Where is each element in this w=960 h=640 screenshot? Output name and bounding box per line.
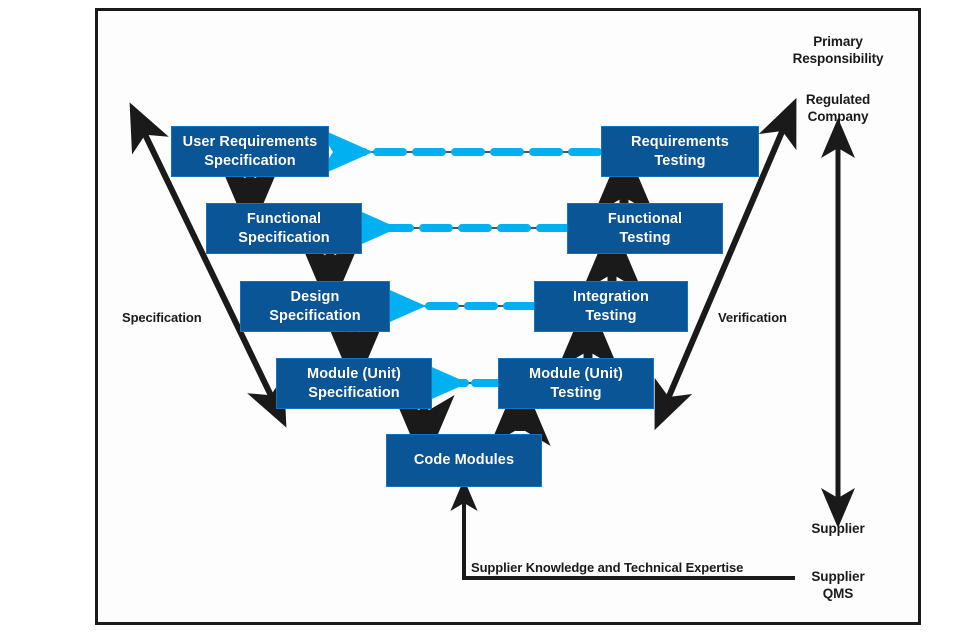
node-functional-testing[interactable]: Functional Testing <box>567 203 723 254</box>
node-line-1: Integration <box>572 289 649 306</box>
supplier-qms-line-1: Supplier <box>811 569 865 584</box>
label-supplier-knowledge-note: Supplier Knowledge and Technical Experti… <box>471 560 744 575</box>
label-specification-axis: Specification <box>122 310 202 325</box>
node-line-1: User Requirements <box>182 134 318 151</box>
node-functional-specification[interactable]: Functional Specification <box>206 203 362 254</box>
node-line-2: Specification <box>204 152 296 169</box>
node-module-unit-specification[interactable]: Module (Unit) Specification <box>276 358 432 409</box>
node-line-2: Testing <box>654 152 706 169</box>
node-module-unit-testing[interactable]: Module (Unit) Testing <box>498 358 654 409</box>
node-line-1: Design <box>290 289 340 306</box>
label-supplier: Supplier <box>811 521 865 536</box>
regulated-company-line-2: Company <box>807 108 869 124</box>
label-supplier-qms: Supplier QMS <box>768 569 908 603</box>
regulated-company-line-1: Regulated <box>805 92 871 107</box>
node-design-specification[interactable]: Design Specification <box>240 281 390 332</box>
node-line-2: Testing <box>619 229 671 246</box>
node-line-1: Functional <box>246 211 322 228</box>
node-user-requirements-specification[interactable]: User Requirements Specification <box>171 126 329 177</box>
node-code-modules[interactable]: Code Modules <box>386 434 542 487</box>
primary-responsibility-line-2: Responsibility <box>792 50 884 66</box>
node-line-2: Testing <box>585 307 637 324</box>
node-line-2: Specification <box>308 384 400 401</box>
node-line-2: Specification <box>238 229 330 246</box>
node-line-1: Requirements <box>631 134 729 151</box>
node-integration-testing[interactable]: Integration Testing <box>534 281 688 332</box>
label-verification-axis: Verification <box>718 310 787 325</box>
supplier-qms-line-2: QMS <box>822 585 854 601</box>
node-line-1: Code Modules <box>413 452 515 469</box>
node-line-2: Testing <box>550 384 602 401</box>
node-line-1: Module (Unit) <box>307 366 401 383</box>
label-primary-responsibility: Primary Responsibility <box>768 34 908 68</box>
node-line-2: Specification <box>269 307 361 324</box>
node-line-1: Functional <box>607 211 683 228</box>
node-line-1: Module (Unit) <box>529 366 623 383</box>
label-regulated-company: Regulated Company <box>768 92 908 126</box>
primary-responsibility-line-1: Primary <box>813 34 863 49</box>
node-requirements-testing[interactable]: Requirements Testing <box>601 126 759 177</box>
